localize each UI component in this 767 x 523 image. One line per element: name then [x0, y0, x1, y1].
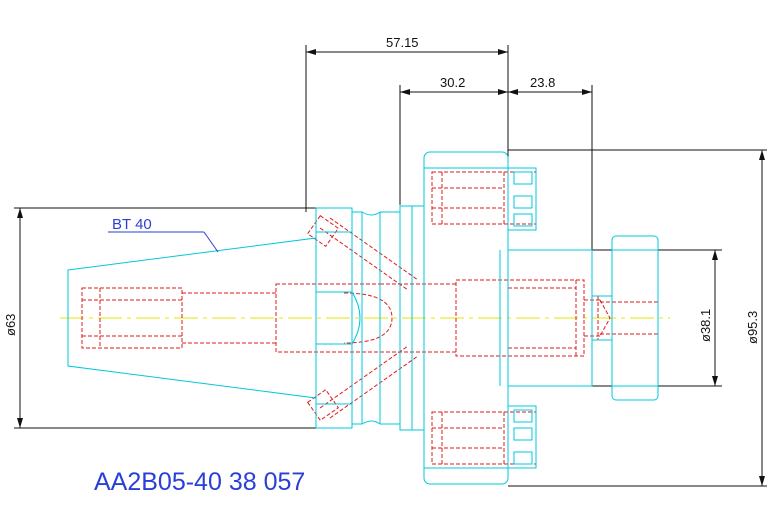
part-number: AA2B05-40 38 057: [94, 468, 305, 496]
dimension-30-2: 30.2: [440, 75, 465, 90]
taper-label: BT 40: [112, 216, 152, 233]
dimension-arrows: [17, 49, 765, 486]
part-outline: [67, 151, 659, 485]
dimension-lines: [14, 45, 767, 487]
taper-leader: [108, 231, 219, 253]
dimension-57-15: 57.15: [386, 35, 419, 50]
dimension-23-8: 23.8: [530, 75, 555, 90]
dimension-d38-1: ø38.1: [698, 309, 713, 342]
dimension-d95-3: ø95.3: [745, 311, 760, 344]
dimension-d63: ø63: [3, 314, 18, 336]
